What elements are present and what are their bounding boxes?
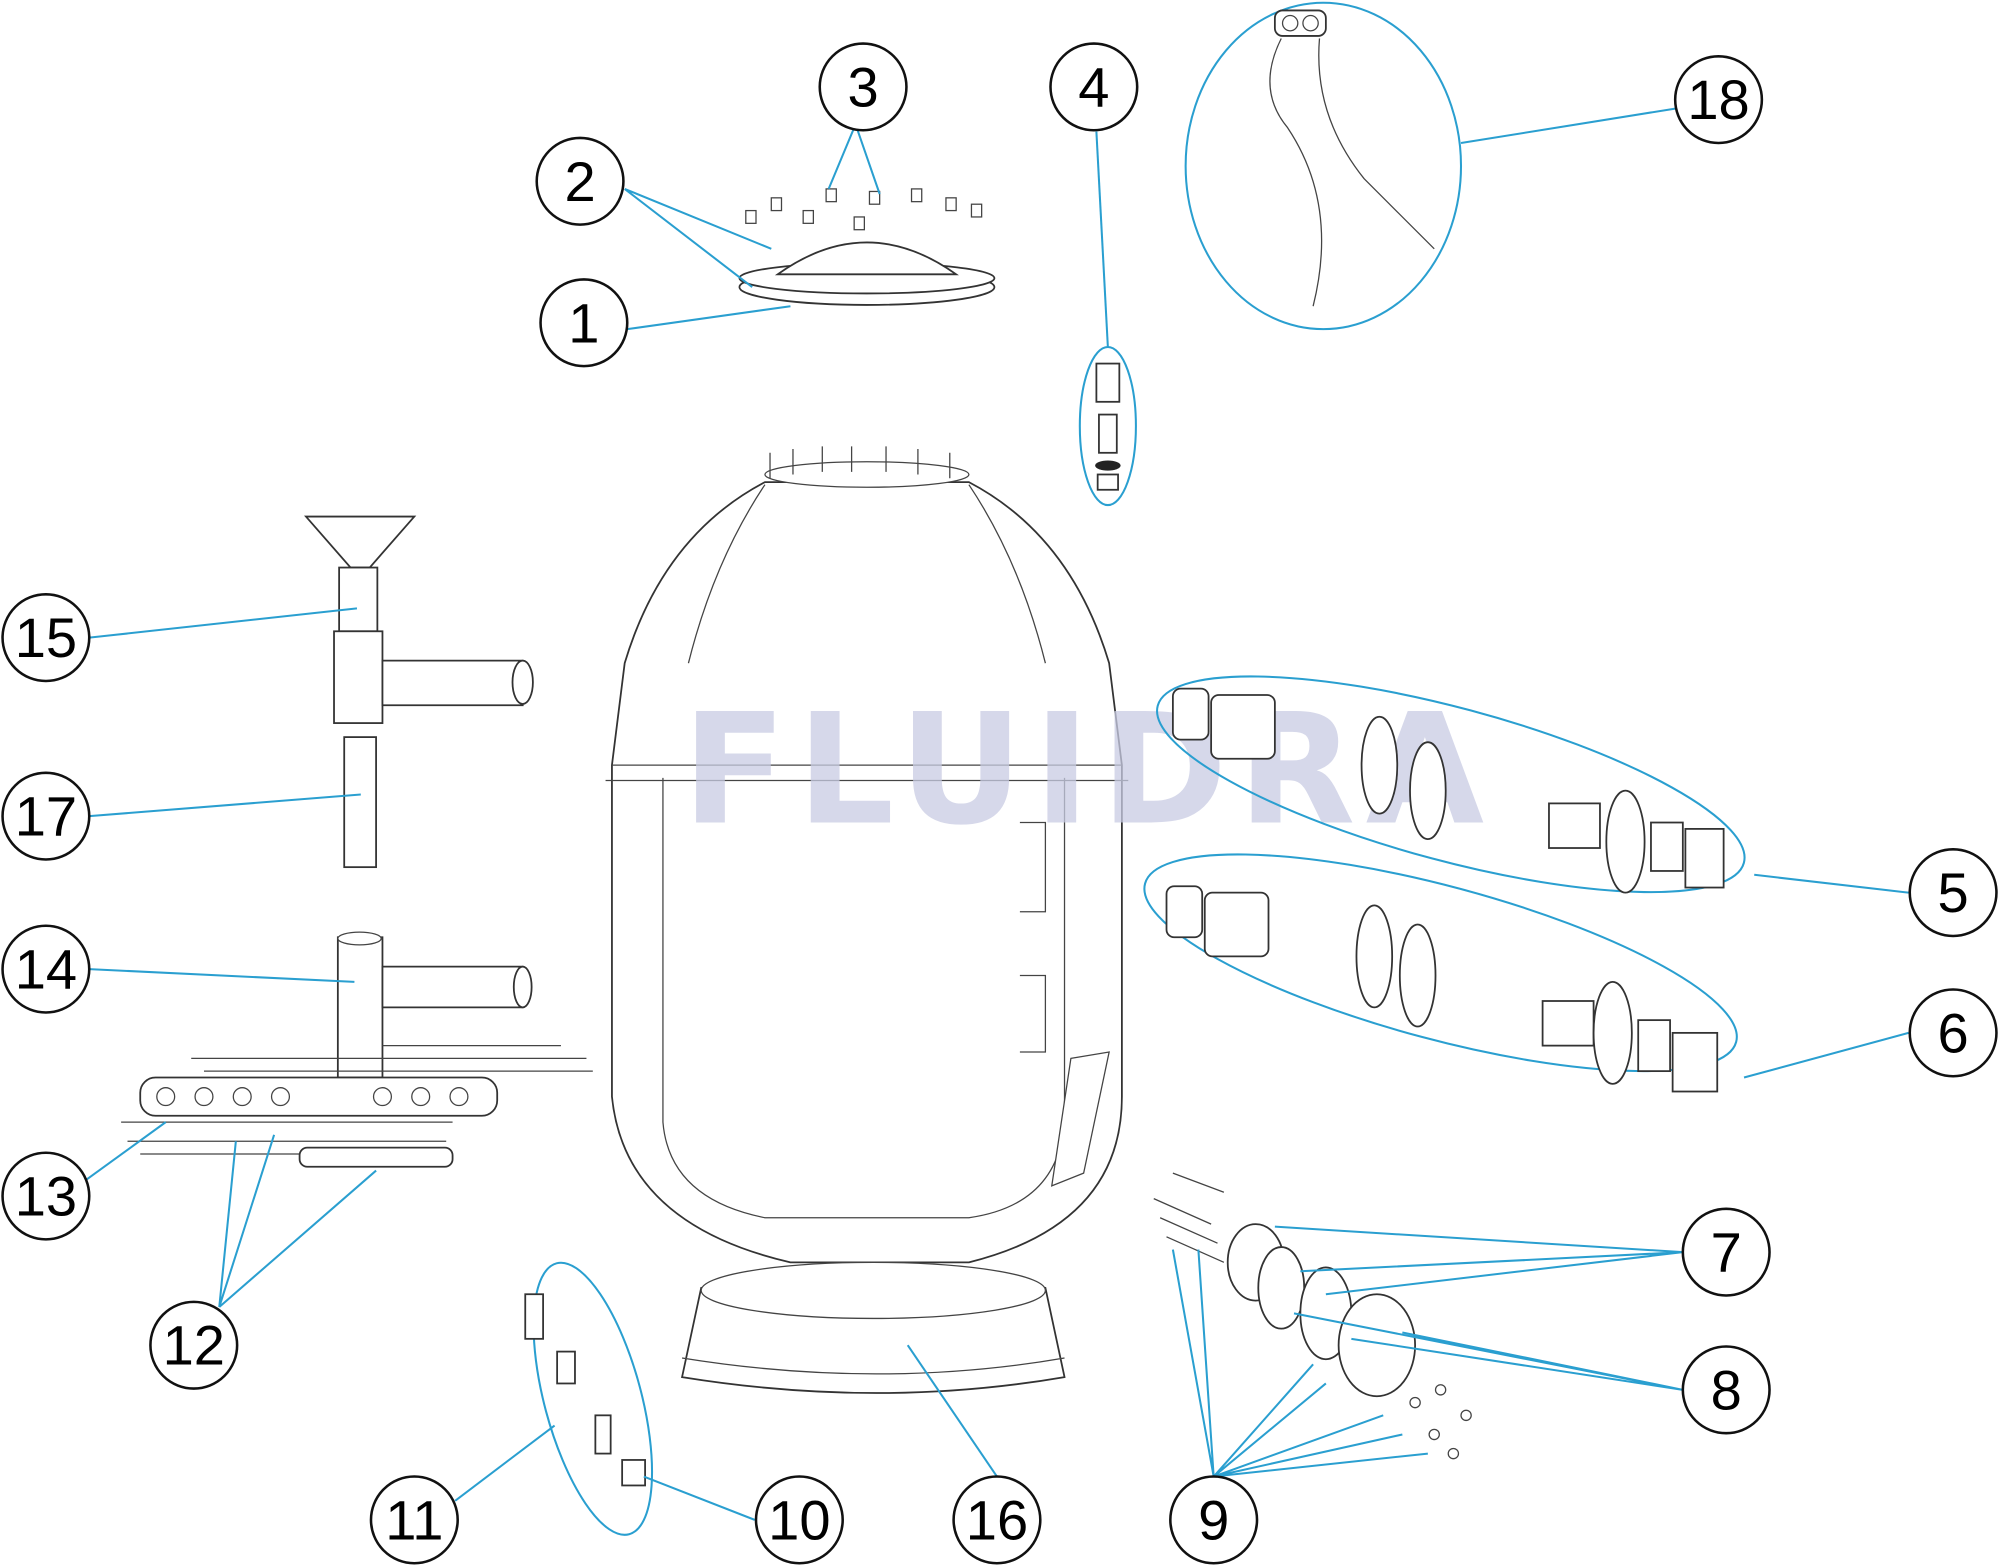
svg-text:13: 13 [15,1165,77,1228]
svg-text:7: 7 [1711,1221,1742,1284]
connection-kit-6 [1143,853,1738,1093]
svg-text:17: 17 [15,785,77,848]
callout-4: 4 [1049,42,1139,132]
leader-lines [86,107,1909,1521]
callout-15: 15 [1,593,91,683]
callout-10: 10 [754,1475,844,1565]
collector-pipes [304,515,534,1079]
watermark: FLUIDRA [682,682,1494,860]
callout-17: 17 [1,771,91,861]
side-manhole-kit [1153,1172,1472,1460]
svg-text:16: 16 [966,1488,1028,1551]
svg-text:4: 4 [1078,55,1109,118]
callout-7: 7 [1681,1207,1771,1297]
laterals [121,1044,593,1168]
air-release-assembly [1078,345,1137,507]
svg-text:2: 2 [564,150,595,213]
tank-base [680,1261,1066,1394]
callout-2: 2 [535,136,625,226]
svg-text:1: 1 [568,291,599,354]
svg-text:14: 14 [15,938,77,1001]
svg-text:12: 12 [163,1314,225,1377]
svg-text:8: 8 [1711,1358,1742,1421]
callout-12: 12 [149,1300,239,1390]
connection-kit-5 [1156,675,1746,894]
callout-11: 11 [369,1475,459,1565]
callout-16: 16 [952,1475,1042,1565]
svg-text:11: 11 [385,1488,443,1551]
callout-5: 5 [1908,848,1998,938]
pressure-gauge-kit [1184,1,1463,331]
svg-text:3: 3 [847,55,878,118]
callout-13: 13 [1,1151,91,1241]
svg-text:6: 6 [1938,1001,1969,1064]
svg-text:18: 18 [1687,68,1749,131]
svg-text:5: 5 [1938,861,1969,924]
callout-14: 14 [1,924,91,1014]
callout-3: 3 [818,42,908,132]
filter-tank [605,446,1129,1264]
drain-assembly [524,1261,654,1536]
callout-8: 8 [1681,1345,1771,1435]
callout-6: 6 [1908,988,1998,1078]
callout-18: 18 [1673,55,1764,145]
svg-text:15: 15 [15,606,77,669]
svg-text:9: 9 [1198,1488,1229,1551]
callout-1: 1 [539,278,629,368]
lid-assembly [738,188,996,306]
svg-text:10: 10 [768,1488,830,1551]
callout-9: 9 [1169,1475,1259,1565]
